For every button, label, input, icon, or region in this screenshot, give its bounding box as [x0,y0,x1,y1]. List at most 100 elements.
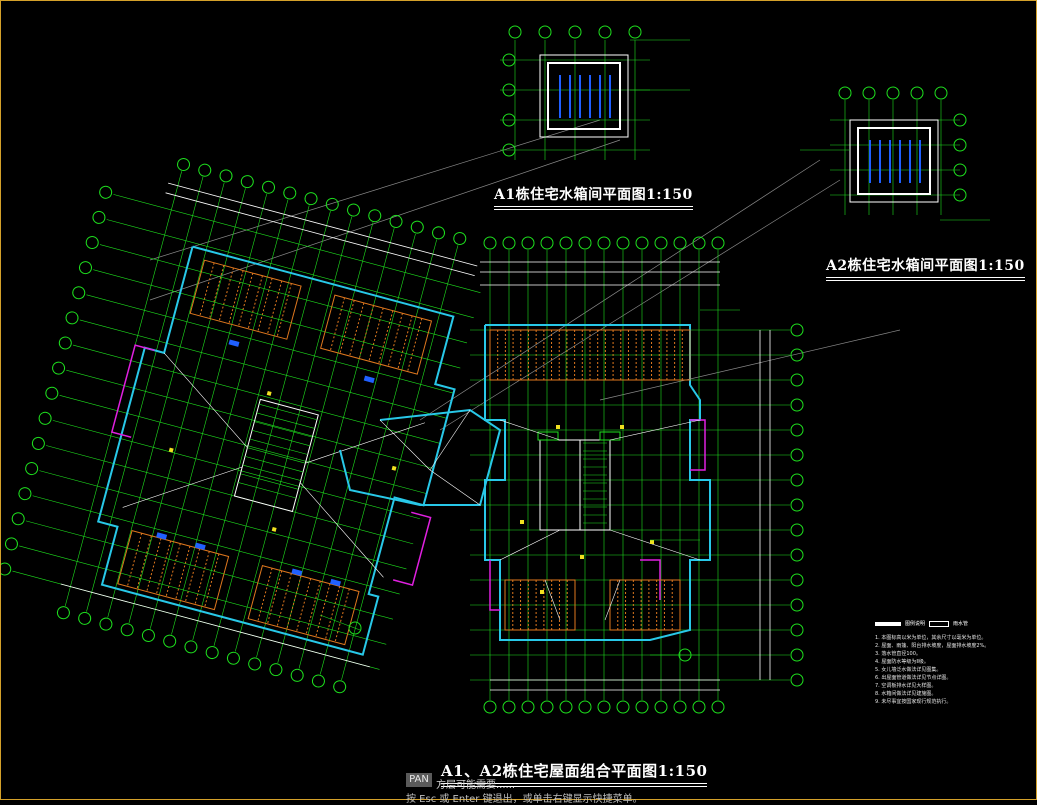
axis-bubble [226,651,240,665]
axis-line [66,369,434,469]
slope-line [429,409,471,471]
stair-core [539,439,581,531]
axis-bubble [598,25,612,39]
parapet-outline [110,344,155,438]
rafter [329,297,346,351]
wall-outline [96,245,456,656]
axis-line [59,394,427,494]
axis-bubble [790,348,804,362]
axis-line [107,182,225,618]
dimension-line [60,583,370,668]
rafter [257,278,273,332]
slope-line [609,529,701,561]
stair-tread [240,473,299,490]
legend-note: 7. 空调板排水详见大样图。 [875,683,937,689]
axis-line [341,245,459,681]
axis-bubble [886,86,900,100]
drain-mark [228,339,240,347]
legend-note: 5. 女儿墙泛水做法详见图集。 [875,667,942,673]
rafter [126,533,143,587]
downpipe-mark [271,526,277,532]
axis-bubble [502,113,516,127]
axis-bubble [790,373,804,387]
rafter [199,262,215,317]
axis-bubble [790,523,804,537]
axis-bubble [502,83,516,97]
axis-bubble [953,113,967,127]
rafter [315,583,331,637]
axis-bubble [616,236,630,250]
axis-bubble [790,648,804,662]
axis-bubble [85,236,99,250]
rafter [218,267,234,322]
slope-line [305,422,425,464]
axis-line [39,470,407,570]
legend-note: 8. 水箱间做法详见建施图。 [875,691,937,697]
rafter [267,570,283,625]
axis-bubble [52,361,66,375]
axis-bubble [453,232,467,246]
axis-bubble [269,663,283,677]
legend-note: 9. 未尽事宜按国家现行规范执行。 [875,699,952,705]
slope-line [544,579,561,621]
axis-bubble [11,512,25,526]
axis-bubble [368,209,382,223]
slope-line [499,419,561,441]
axis-bubble [92,210,106,224]
a1-building-plan [0,158,481,694]
axis-bubble [78,611,92,625]
axis-line [99,244,468,344]
downpipe-mark [540,590,544,594]
parapet-outline [690,419,706,471]
rafter [276,573,292,627]
stair-tread [242,464,301,481]
rafter [295,578,312,632]
command-line-hint[interactable]: 按 Esc 或 Enter 键退出，或单击右键显示快捷菜单。 [406,794,643,805]
axis-bubble [99,617,113,631]
legend-label-1: 图例说明 [905,621,926,627]
axis-bubble [862,86,876,100]
axis-bubble [45,386,59,400]
axis-bubble [790,548,804,562]
slope-line [122,466,243,508]
rafter [136,535,152,590]
downpipe-mark [556,425,560,429]
axis-bubble [262,180,276,194]
axis-bubble [635,700,649,714]
downpipe-mark [168,447,174,453]
axis-line [149,193,268,629]
legend-note: 6. 出屋面管道做法详见节点详图。 [875,675,952,681]
downpipe-mark [266,391,272,396]
stair-tread [258,403,318,421]
rafter [184,548,201,603]
axis-bubble [502,143,516,157]
downpipe-mark [650,540,654,544]
axis-bubble [56,606,70,620]
axis-bubble [953,163,967,177]
axis-bubble [99,185,113,199]
axis-line [86,176,204,612]
dimension-line [165,192,475,277]
rafter [155,540,172,595]
tank-room-wall [857,127,931,195]
axis-bubble [304,192,318,206]
axis-bubble [141,628,155,642]
axis-bubble [540,700,554,714]
reference-line [439,179,841,431]
axis-bubble [654,236,668,250]
axis-bubble [616,700,630,714]
downpipe-mark [620,425,624,429]
drain-mark [194,542,206,551]
axis-bubble [325,197,339,211]
axis-bubble [711,700,725,714]
axis-bubble [502,236,516,250]
axis-bubble [219,169,233,183]
axis-bubble [177,158,191,172]
legend-notes: 1. 本图标高以米为单位，其余尺寸以毫米为单位。2. 屋面、雨篷、阳台排水坡度，… [875,634,1015,706]
rafter [305,580,321,635]
parapet-outline [392,511,432,587]
tank-room-wall [547,62,621,130]
title-a1-tank-plan: A1栋住宅水箱间平面图1:150 [494,184,693,210]
axis-bubble [790,598,804,612]
